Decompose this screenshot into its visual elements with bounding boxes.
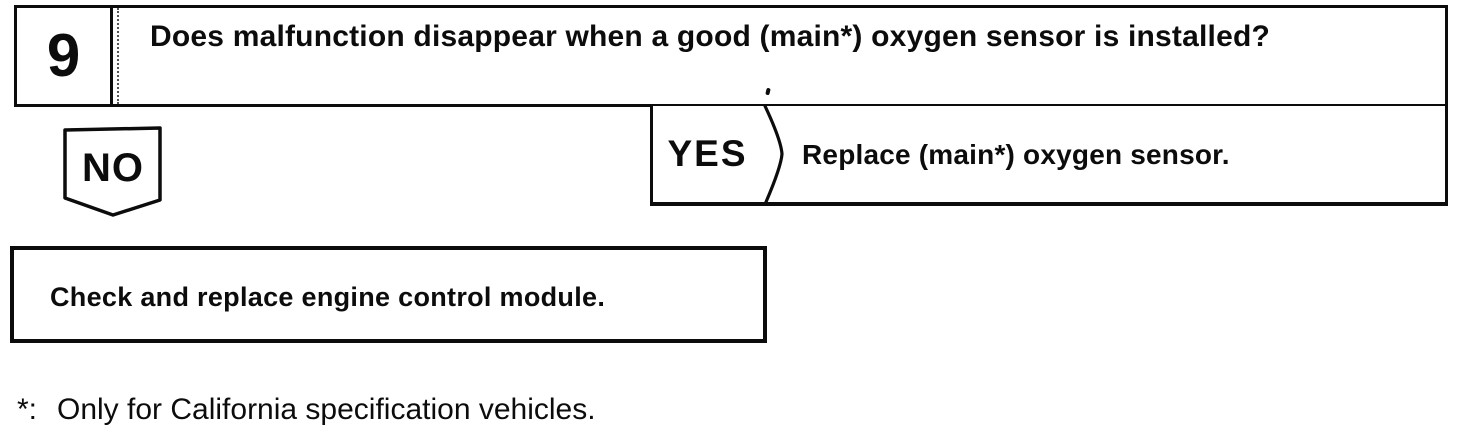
footnote: *: Only for California specification veh… [17,392,596,428]
no-branch-pointer-shape [63,126,162,217]
question-text: Does malfunction disappear when a good (… [150,20,1271,53]
step-header: 9 Does malfunction disappear when a good… [14,5,1448,107]
yes-branch-row: YES Replace (main*) oxygen sensor. [650,106,1448,206]
yes-label: YES [667,133,748,174]
yes-action-text: Replace (main*) oxygen sensor. [802,139,1230,170]
footnote-text: Only for California specification vehicl… [57,393,596,426]
step-number: 9 [46,22,81,89]
yes-chevron-icon [763,106,784,202]
step-number-box: 9 [17,8,113,104]
question-box: Does malfunction disappear when a good (… [117,8,1445,104]
footnote-asterisk-marker: *: [17,393,38,426]
no-action-text: Check and replace engine control module. [50,282,606,312]
no-action-box: Check and replace engine control module. [10,246,767,343]
no-pentagon-outline [63,126,162,217]
no-label: NO [82,146,144,190]
